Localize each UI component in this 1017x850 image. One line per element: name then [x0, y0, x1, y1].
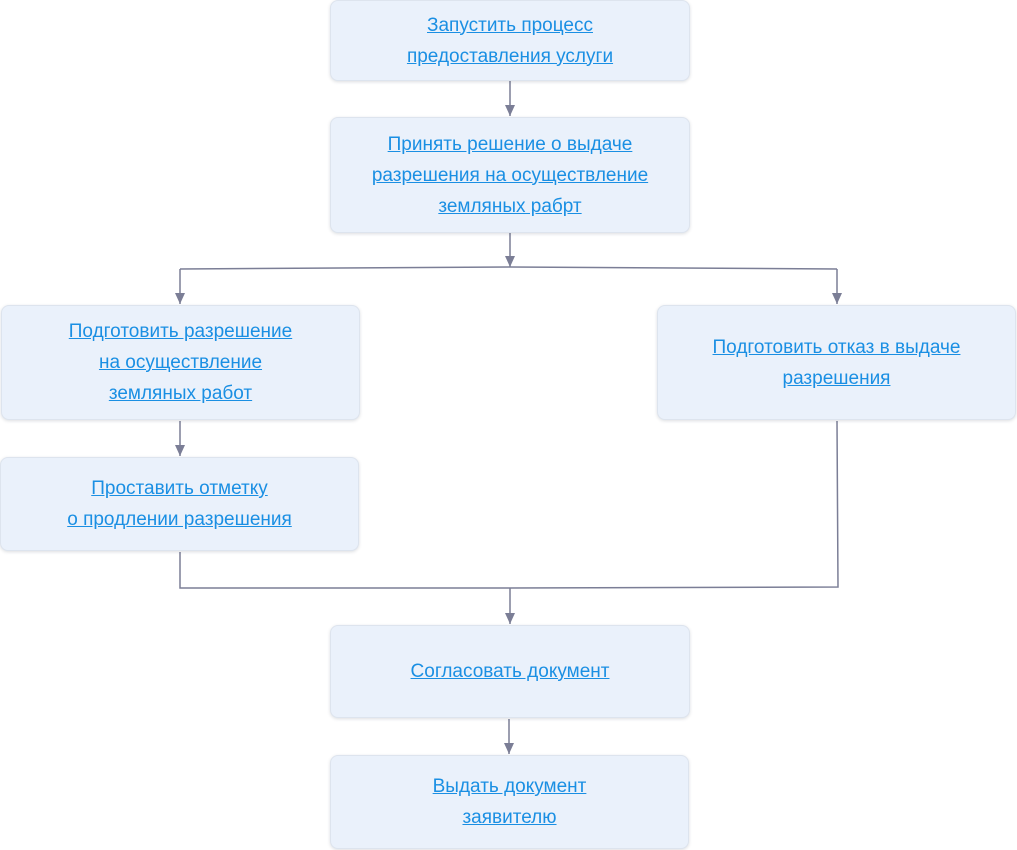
node-mark-extension[interactable]: Проставить отметку о продлении разрешени…: [0, 457, 359, 551]
node-decide-permit[interactable]: Принять решение о выдаче разрешения на о…: [330, 117, 690, 233]
node-label-line: Принять решение о выдаче: [387, 133, 633, 155]
edge-branch-horizontal: [179, 266, 838, 270]
edge-mark-merge: [179, 552, 510, 589]
node-decide-permit-link[interactable]: Принять решение о выдаче разрешения на о…: [372, 129, 648, 222]
node-label-line: Запустить процесс: [427, 14, 593, 36]
node-label-line: на осуществление: [98, 352, 263, 373]
node-label-line: земляных работ: [108, 383, 253, 404]
node-prepare-refusal-link[interactable]: Подготовить отказ в выдаче разрешения: [713, 332, 961, 394]
node-label-line: заявителю: [462, 807, 557, 828]
node-issue-document-link[interactable]: Выдать документ заявителю: [433, 771, 587, 833]
node-prepare-permit-link[interactable]: Подготовить разрешение на осуществление …: [69, 316, 292, 409]
node-prepare-permit[interactable]: Подготовить разрешение на осуществление …: [1, 305, 360, 420]
node-label-line: земляных рабрт: [438, 195, 582, 217]
node-approve-document[interactable]: Согласовать документ: [330, 625, 690, 718]
node-start-process[interactable]: Запустить процесс предоставления услуги: [330, 0, 690, 81]
node-label-line: разрешения: [782, 367, 891, 389]
node-label-line: о продлении разрешения: [67, 509, 292, 530]
node-label-line: разрешения на осуществление: [371, 164, 649, 186]
node-label-line: Подготовить отказ в выдаче: [712, 336, 961, 358]
node-label-line: Проставить отметку: [91, 478, 268, 499]
node-issue-document[interactable]: Выдать документ заявителю: [330, 755, 689, 849]
node-approve-document-link[interactable]: Согласовать документ: [411, 656, 610, 687]
node-label-line: Согласовать документ: [410, 661, 610, 682]
node-prepare-refusal[interactable]: Подготовить отказ в выдаче разрешения: [657, 305, 1016, 420]
node-label-line: предоставления услуги: [406, 45, 614, 67]
node-start-process-link[interactable]: Запустить процесс предоставления услуги: [407, 10, 613, 72]
node-label-line: Выдать документ: [432, 776, 587, 797]
edge-refuse-merge: [509, 420, 839, 589]
node-mark-extension-link[interactable]: Проставить отметку о продлении разрешени…: [67, 473, 292, 535]
node-label-line: Подготовить разрешение: [68, 321, 293, 342]
